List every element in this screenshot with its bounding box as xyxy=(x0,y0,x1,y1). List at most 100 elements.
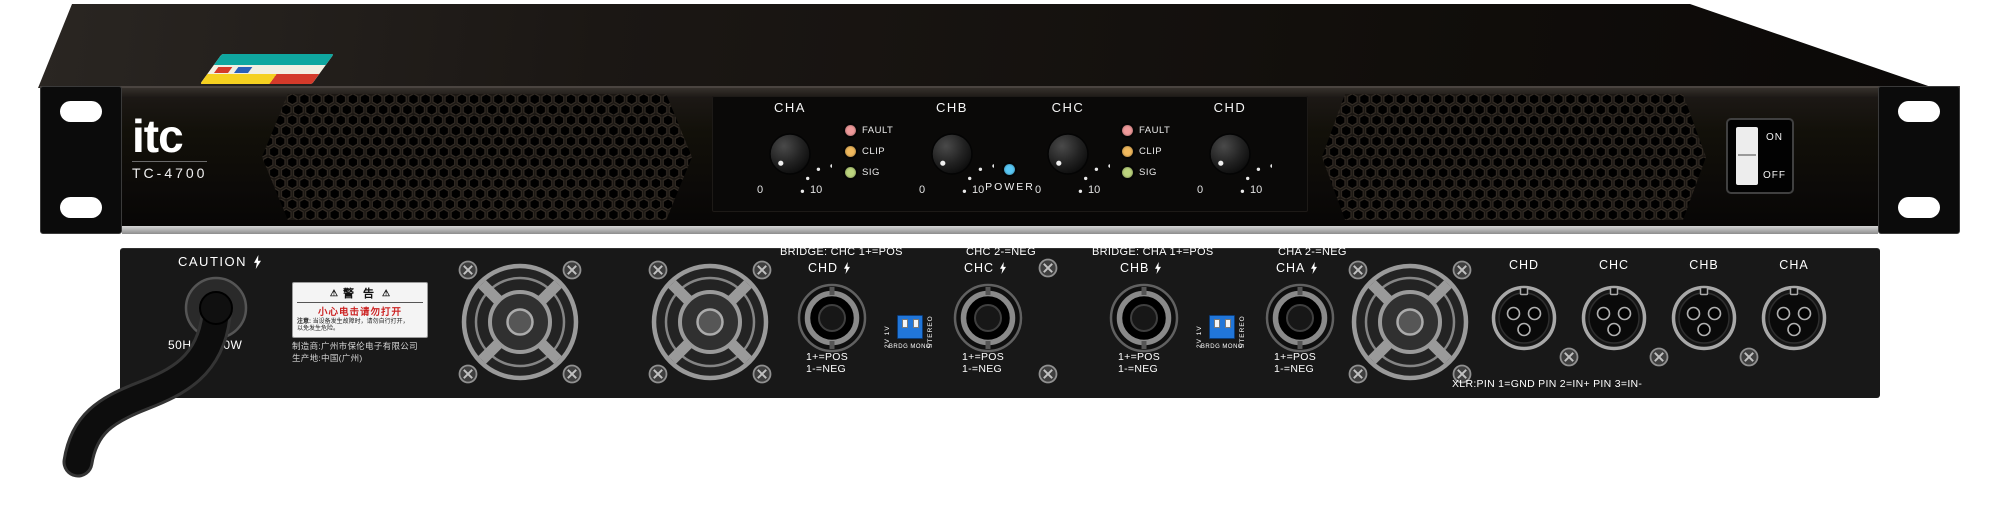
xlr-label-cha: CHA xyxy=(1779,258,1809,272)
fault-led-label: FAULT xyxy=(862,125,894,136)
gain-knob-chd[interactable]: 0 10 xyxy=(1188,112,1272,196)
signal-led xyxy=(845,167,856,178)
fault-led-label: FAULT xyxy=(1139,125,1171,136)
power-label: POWER xyxy=(985,181,1035,193)
screw xyxy=(1348,260,1368,280)
knob-min-label: 0 xyxy=(919,184,925,196)
screw xyxy=(1739,347,1759,367)
caution-warning: CAUTION xyxy=(178,254,262,269)
fault-led xyxy=(845,125,856,136)
speakon-connector-chb xyxy=(1107,281,1181,355)
bridge-note-cha-2: CHA 2-=NEG xyxy=(1278,246,1347,258)
xlr-connector-cha xyxy=(1761,285,1827,351)
clip-led xyxy=(1122,146,1133,157)
xlr-label-chc: CHC xyxy=(1598,258,1630,272)
high-voltage-icon xyxy=(1154,262,1162,274)
rack-hole xyxy=(60,101,102,122)
front-bottom-trim xyxy=(122,226,1878,234)
high-voltage-icon xyxy=(999,262,1007,274)
dip-slider[interactable] xyxy=(913,319,919,328)
screw xyxy=(458,260,478,280)
power-switch[interactable]: ON OFF xyxy=(1726,118,1794,194)
screw xyxy=(562,364,582,384)
warning-triangle-icon: ⚠ xyxy=(329,287,338,298)
fault-led xyxy=(1122,125,1133,136)
dip-stereo-label: STEREO xyxy=(927,315,934,348)
speakon-label-cha: CHA xyxy=(1276,261,1318,275)
warning-title: 警 告 xyxy=(342,288,378,300)
screw xyxy=(1452,260,1472,280)
screw xyxy=(1038,364,1058,384)
rack-hole xyxy=(1898,197,1940,218)
power-led xyxy=(1004,164,1015,175)
vent-grille-right xyxy=(1322,94,1706,220)
knob-min-label: 0 xyxy=(1197,184,1203,196)
warning-label: ⚠ 警 告 ⚠ 小心电击请勿打开 注意: 当设备发生故障时，请勿自行打开， 以免… xyxy=(292,282,428,338)
rack-ear-left xyxy=(40,86,122,234)
warning-title-row: ⚠ 警 告 ⚠ xyxy=(297,285,423,303)
dip-stereo-label: STEREO xyxy=(1239,315,1246,348)
signal-led xyxy=(1122,167,1133,178)
screw xyxy=(1038,258,1058,278)
speakon-connector-cha xyxy=(1263,281,1337,355)
clip-led-label: CLIP xyxy=(862,146,886,157)
bridge-note-cha: BRIDGE: CHA 1+=POS xyxy=(1092,246,1214,258)
screw xyxy=(1649,347,1669,367)
screw xyxy=(458,364,478,384)
bridge-note-chc: BRIDGE: CHC 1+=POS xyxy=(780,246,903,258)
rack-ear-right xyxy=(1878,86,1960,234)
high-voltage-icon xyxy=(843,262,851,274)
channel-label-chc: CHC xyxy=(1051,100,1085,115)
screw xyxy=(752,260,772,280)
channel-label-chb: CHB xyxy=(936,100,968,115)
screw xyxy=(1348,364,1368,384)
speakon-label-chd: CHD xyxy=(808,261,851,275)
brand-block: itc TC-4700 xyxy=(132,110,208,183)
dip-slider[interactable] xyxy=(1214,319,1220,328)
speakon-label-chb: CHB xyxy=(1120,261,1162,275)
rack-hole xyxy=(60,197,102,218)
knob-max-label: 10 xyxy=(972,184,984,196)
led-row-clip: CLIP xyxy=(845,146,885,157)
model-number: TC-4700 xyxy=(132,161,208,181)
dip-slider[interactable] xyxy=(1225,319,1231,328)
xlr-connector-chb xyxy=(1671,285,1737,351)
gain-knob-cha[interactable]: 0 10 xyxy=(748,112,832,196)
gain-knob-chc[interactable]: 0 10 xyxy=(1026,112,1110,196)
knob-min-label: 0 xyxy=(757,184,763,196)
rack-hole xyxy=(1898,101,1940,122)
power-switch-rocker[interactable] xyxy=(1736,127,1758,185)
shock-warning: 小心电击请勿打开 xyxy=(317,307,402,318)
switch-off-label: OFF xyxy=(1763,170,1786,181)
brand-logo: itc xyxy=(132,110,184,162)
chassis-top-surface xyxy=(38,4,1934,88)
led-row-sig: SIG xyxy=(1122,167,1157,178)
dip-volt-labels: 2V 1V xyxy=(1196,325,1203,348)
dip-volt-labels: 2V 1V xyxy=(884,325,891,348)
dip-slider[interactable] xyxy=(902,319,908,328)
dip-mode-labels: BRDG MONO xyxy=(888,344,932,350)
led-row-sig: SIG xyxy=(845,167,880,178)
screw xyxy=(1559,347,1579,367)
high-voltage-icon xyxy=(1310,262,1318,274)
led-row-fault: FAULT xyxy=(1122,125,1170,136)
speakon-connector-chd xyxy=(795,281,869,355)
signal-led-label: SIG xyxy=(1139,167,1157,178)
speakon-connector-chc xyxy=(951,281,1025,355)
screw xyxy=(752,364,772,384)
mode-dip-switch[interactable] xyxy=(897,315,923,339)
signal-led-label: SIG xyxy=(862,167,880,178)
bridge-note-chc-2: CHC 2-=NEG xyxy=(966,246,1036,258)
warning-triangle-icon: ⚠ xyxy=(382,287,391,298)
knob-max-label: 10 xyxy=(810,184,822,196)
speakon-label-chc: CHC xyxy=(964,261,1007,275)
knob-max-label: 10 xyxy=(1250,184,1262,196)
xlr-connector-chc xyxy=(1581,285,1647,351)
gain-knob-chb[interactable]: 0 10 xyxy=(910,112,994,196)
caution-text: CAUTION xyxy=(178,254,247,269)
warning-note: 注意: 当设备发生故障时，请勿自行打开， 以免发生危险。 xyxy=(297,319,423,333)
mode-dip-switch[interactable] xyxy=(1209,315,1235,339)
